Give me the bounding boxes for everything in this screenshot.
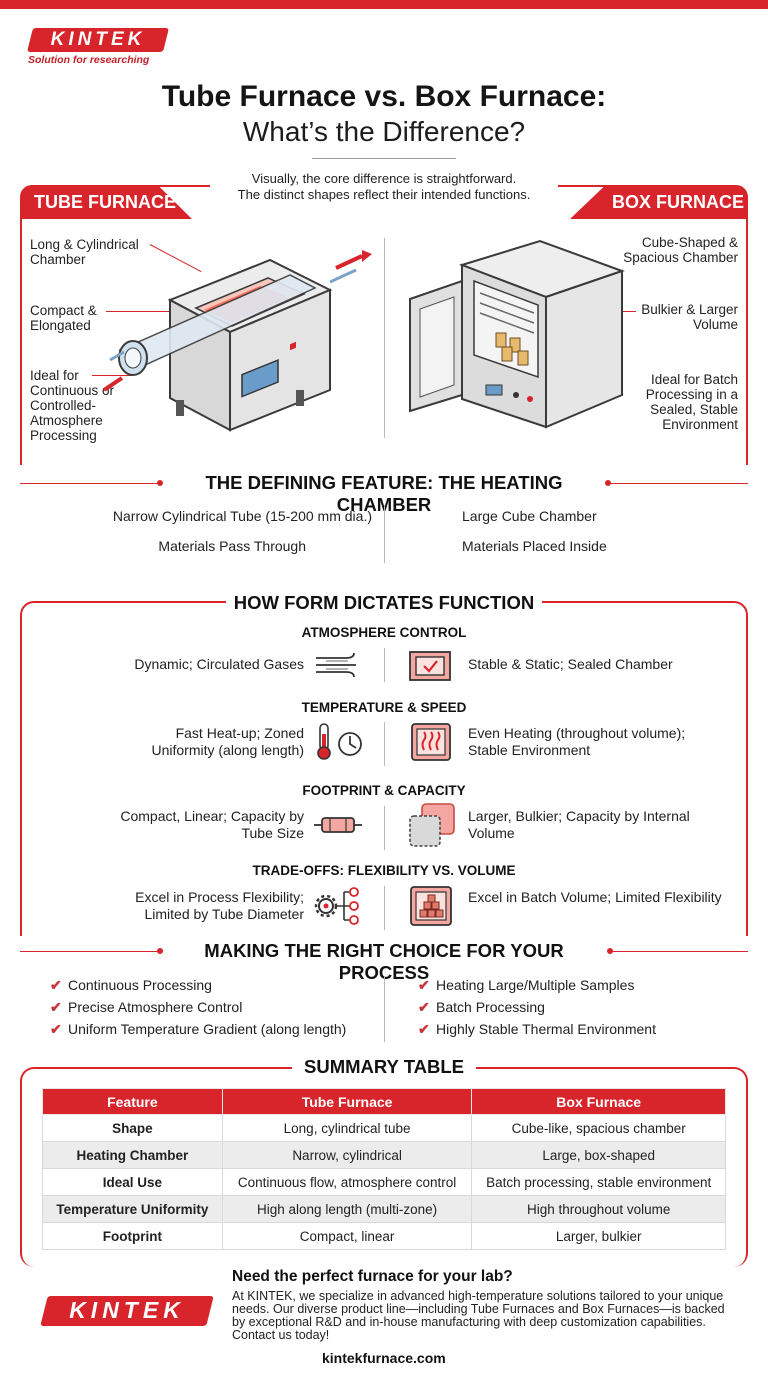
summary-heading: SUMMARY TABLE bbox=[304, 1056, 464, 1077]
temperature-speed-title: TEMPERATURE & SPEED bbox=[301, 700, 467, 715]
tube-furnace-tab bbox=[20, 185, 192, 219]
table-cell: Temperature Uniformity bbox=[42, 1195, 223, 1223]
choice-heading: MAKING THE RIGHT CHOICE FOR YOUR PROCESS bbox=[204, 940, 564, 983]
table-cell: Large, box-shaped bbox=[471, 1141, 726, 1169]
column-header: Tube Furnace bbox=[221, 1088, 473, 1115]
table-cell: Batch processing, stable environment bbox=[471, 1168, 726, 1196]
atmosphere-control-title: ATMOSPHERE CONTROL bbox=[301, 625, 467, 640]
box-label-chamber: Cube-Shaped & Spacious Chamber bbox=[623, 235, 738, 265]
tube-label-chamber: Long & Cylindrical Chamber bbox=[30, 237, 139, 267]
tube-label-ideal: Ideal for Continuous or Controlled-Atmos… bbox=[30, 368, 115, 443]
gear-network-icon bbox=[314, 887, 359, 925]
table-row: Shape Long, cylindrical tube Cube-like, … bbox=[42, 1114, 726, 1142]
box-tradeoff-text: Excel in Batch Volume; Limited Flexibili… bbox=[468, 889, 722, 905]
box-chamber-desc: Large Cube Chamber bbox=[462, 508, 597, 524]
box-furnace-tab-label: BOX FURNACE bbox=[612, 192, 745, 212]
tube-furnace-tab-label: TUBE FURNACE bbox=[34, 192, 176, 212]
check-icon: ✔ bbox=[50, 977, 62, 993]
box-label-ideal: Ideal for Batch Processing in a Sealed, … bbox=[645, 372, 738, 432]
box-footprint-text: Larger, Bulkier; Capacity by Internal Vo… bbox=[468, 808, 690, 841]
tube-footprint-text: Compact, Linear; Capacity by Tube Size bbox=[120, 808, 304, 841]
table-cell: Larger, bulkier bbox=[471, 1222, 726, 1250]
tube-furnace-illustration bbox=[102, 250, 372, 432]
function-heading: HOW FORM DICTATES FUNCTION bbox=[233, 592, 535, 613]
website-link[interactable]: kintekfurnace.com bbox=[322, 1350, 446, 1366]
cta-body: At KINTEK, we specialize in advanced hig… bbox=[232, 1289, 725, 1342]
airflow-icon bbox=[316, 652, 356, 678]
column-header: Feature bbox=[42, 1088, 223, 1115]
sealed-chamber-icon bbox=[409, 651, 451, 681]
table-row: Footprint Compact, linear Larger, bulkie… bbox=[42, 1222, 726, 1250]
table-cell: High along length (multi-zone) bbox=[221, 1195, 473, 1223]
table-row: Temperature Uniformity High along length… bbox=[42, 1195, 726, 1223]
box-furnace-illustration bbox=[409, 239, 625, 429]
title-divider bbox=[312, 158, 456, 159]
stacked-squares-icon bbox=[409, 803, 455, 847]
top-accent-bar bbox=[0, 0, 768, 9]
tube-choice-list: ✔Continuous Processing ✔Precise Atmosphe… bbox=[50, 974, 380, 1040]
box-atmosphere-text: Stable & Static; Sealed Chamber bbox=[468, 656, 673, 672]
list-item: ✔Highly Stable Thermal Environment bbox=[418, 1018, 748, 1040]
table-cell: High throughout volume bbox=[471, 1195, 726, 1223]
table-cell: Cube-like, spacious chamber bbox=[471, 1114, 726, 1142]
tube-tradeoff-text: Excel in Process Flexibility; Limited by… bbox=[135, 889, 304, 922]
summary-table: Feature Tube Furnace Box Furnace Shape L… bbox=[42, 1088, 726, 1250]
table-cell: Heating Chamber bbox=[42, 1141, 223, 1169]
trade-offs-title: TRADE-OFFS: FLEXIBILITY VS. VOLUME bbox=[252, 863, 516, 878]
table-cell: Long, cylindrical tube bbox=[221, 1114, 473, 1142]
tube-chamber-desc: Narrow Cylindrical Tube (15-200 mm dia.) bbox=[112, 508, 372, 524]
table-cell: Shape bbox=[42, 1114, 223, 1142]
list-item: ✔Batch Processing bbox=[418, 996, 748, 1018]
check-icon: ✔ bbox=[50, 1021, 62, 1037]
check-icon: ✔ bbox=[50, 999, 62, 1015]
page-subtitle: What’s the Difference? bbox=[242, 116, 526, 147]
intro-text: Visually, the core difference is straigh… bbox=[237, 171, 531, 202]
check-icon: ✔ bbox=[418, 1021, 430, 1037]
box-temperature-text: Even Heating (throughout volume); Stable… bbox=[468, 725, 686, 758]
tube-material-flow: Materials Pass Through bbox=[158, 538, 306, 554]
table-row: Ideal Use Continuous flow, atmosphere co… bbox=[42, 1168, 726, 1196]
tube-atmosphere-text: Dynamic; Circulated Gases bbox=[134, 656, 304, 672]
panel-divider bbox=[384, 238, 385, 438]
list-item: ✔Uniform Temperature Gradient (along len… bbox=[50, 1018, 380, 1040]
thermometer-clock-icon bbox=[317, 723, 362, 760]
list-item: ✔Precise Atmosphere Control bbox=[50, 996, 380, 1018]
table-row: Heating Chamber Narrow, cylindrical Larg… bbox=[42, 1141, 726, 1169]
list-item: ✔Heating Large/Multiple Samples bbox=[418, 974, 748, 996]
tagline: Solution for researching bbox=[28, 54, 150, 66]
box-label-volume: Bulkier & Larger Volume bbox=[641, 302, 738, 332]
box-furnace-tab bbox=[570, 185, 748, 219]
page-title: Tube Furnace vs. Box Furnace: bbox=[161, 80, 607, 113]
column-header: Box Furnace bbox=[471, 1088, 726, 1115]
check-icon: ✔ bbox=[418, 999, 430, 1015]
table-cell: Narrow, cylindrical bbox=[221, 1141, 473, 1169]
table-cell: Compact, linear bbox=[221, 1222, 473, 1250]
footer-logo: KINTEK bbox=[69, 1297, 185, 1323]
table-cell: Footprint bbox=[42, 1222, 223, 1250]
logo: KINTEK bbox=[50, 29, 146, 50]
cta-title: Need the perfect furnace for your lab? bbox=[232, 1268, 513, 1285]
table-cell: Continuous flow, atmosphere control bbox=[221, 1168, 473, 1196]
box-choice-list: ✔Heating Large/Multiple Samples ✔Batch P… bbox=[418, 974, 748, 1040]
tube-label-compact: Compact & Elongated bbox=[30, 303, 97, 333]
check-icon: ✔ bbox=[418, 977, 430, 993]
tube-icon bbox=[314, 817, 362, 833]
box-material-flow: Materials Placed Inside bbox=[462, 538, 607, 554]
footprint-capacity-title: FOOTPRINT & CAPACITY bbox=[302, 783, 466, 798]
heat-waves-icon bbox=[411, 723, 451, 761]
list-item: ✔Continuous Processing bbox=[50, 974, 380, 996]
tube-temperature-text: Fast Heat-up; Zoned Uniformity (along le… bbox=[151, 725, 304, 758]
table-header-row: Feature Tube Furnace Box Furnace bbox=[42, 1088, 726, 1115]
boxes-icon bbox=[410, 886, 452, 926]
defining-feature-heading: THE DEFINING FEATURE: THE HEATING CHAMBE… bbox=[205, 472, 563, 515]
table-cell: Ideal Use bbox=[42, 1168, 223, 1196]
